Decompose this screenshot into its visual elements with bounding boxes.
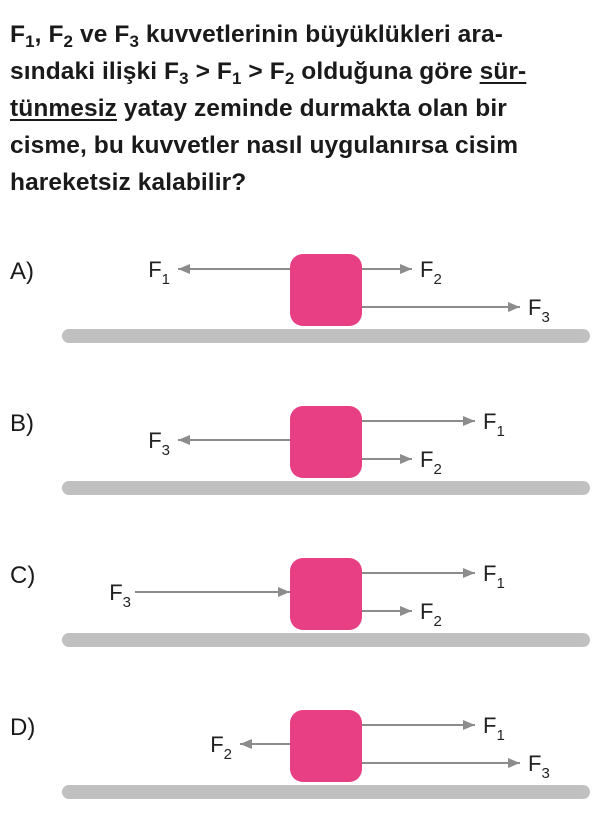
q-text: F [10, 21, 26, 48]
force-arrow-f3: F3 [109, 580, 290, 611]
block [290, 254, 362, 326]
force-label: F3 [109, 580, 131, 611]
force-arrow-f2: F2 [362, 599, 442, 630]
force-arrow-f3: F3 [362, 751, 550, 782]
question-line-4: cisme, bu kuvvetler nasıl uygulanırsa ci… [10, 132, 519, 159]
block [290, 406, 362, 478]
question-line-5: hareketsiz kalabilir? [10, 169, 247, 196]
q-sub: 1 [25, 32, 35, 51]
ground [62, 481, 590, 495]
q-text: yatay zeminde durmakta olan bir [116, 95, 507, 122]
force-label: F1 [483, 713, 505, 744]
q-text: olduğuna göre [294, 58, 480, 85]
force-label: F1 [483, 561, 505, 592]
option-letter: C) [10, 562, 36, 589]
q-sub: 3 [129, 32, 139, 51]
force-arrow-f2: F2 [362, 257, 442, 288]
question-text: F1, F2 ve F3 kuvvetlerinin büyüklükleri … [10, 16, 590, 201]
q-sub: 1 [231, 69, 242, 88]
q-text: , F [34, 21, 64, 48]
ground [62, 329, 590, 343]
force-arrow-f2: F2 [210, 732, 290, 763]
force-label: F2 [420, 257, 442, 288]
q-text: kuvvetlerinin büyüklükleri ara- [139, 21, 504, 48]
option-letter: A) [10, 258, 34, 285]
force-label: F3 [528, 751, 550, 782]
q-sub: 3 [179, 69, 189, 88]
force-arrow-f3: F3 [148, 428, 290, 459]
question-line-3: tünmesiz yatay zeminde durmakta olan bir [10, 90, 590, 127]
force-arrow-f3: F3 [362, 295, 550, 326]
question-line-2: sındaki ilişki F3 > F1 > F2 olduğuna gör… [10, 53, 590, 90]
ground [62, 785, 590, 799]
force-label: F3 [528, 295, 550, 326]
q-text: sındaki ilişki F [10, 58, 180, 85]
q-sub: 2 [63, 32, 74, 51]
force-label: F1 [148, 257, 170, 288]
force-label: F2 [420, 447, 442, 478]
q-underlined: sür- [479, 58, 527, 85]
question-line-1: F1, F2 ve F3 kuvvetlerinin büyüklükleri … [10, 16, 590, 53]
force-label: F2 [210, 732, 232, 763]
option-letter: B) [10, 410, 34, 437]
force-arrow-f2: F2 [362, 447, 442, 478]
force-arrow-f1: F1 [148, 257, 290, 288]
force-label: F1 [483, 409, 505, 440]
q-underlined: tünmesiz [10, 95, 117, 122]
q-text: ve F [73, 21, 130, 48]
force-label: F3 [148, 428, 170, 459]
q-text: > F [241, 58, 285, 85]
force-arrow-f1: F1 [362, 561, 505, 592]
option-letter: D) [10, 714, 36, 741]
q-sub: 2 [284, 69, 295, 88]
block [290, 710, 362, 782]
force-arrow-f1: F1 [362, 713, 505, 744]
q-text: > F [188, 58, 232, 85]
block [290, 558, 362, 630]
force-arrow-f1: F1 [362, 409, 505, 440]
force-label: F2 [420, 599, 442, 630]
ground [62, 633, 590, 647]
